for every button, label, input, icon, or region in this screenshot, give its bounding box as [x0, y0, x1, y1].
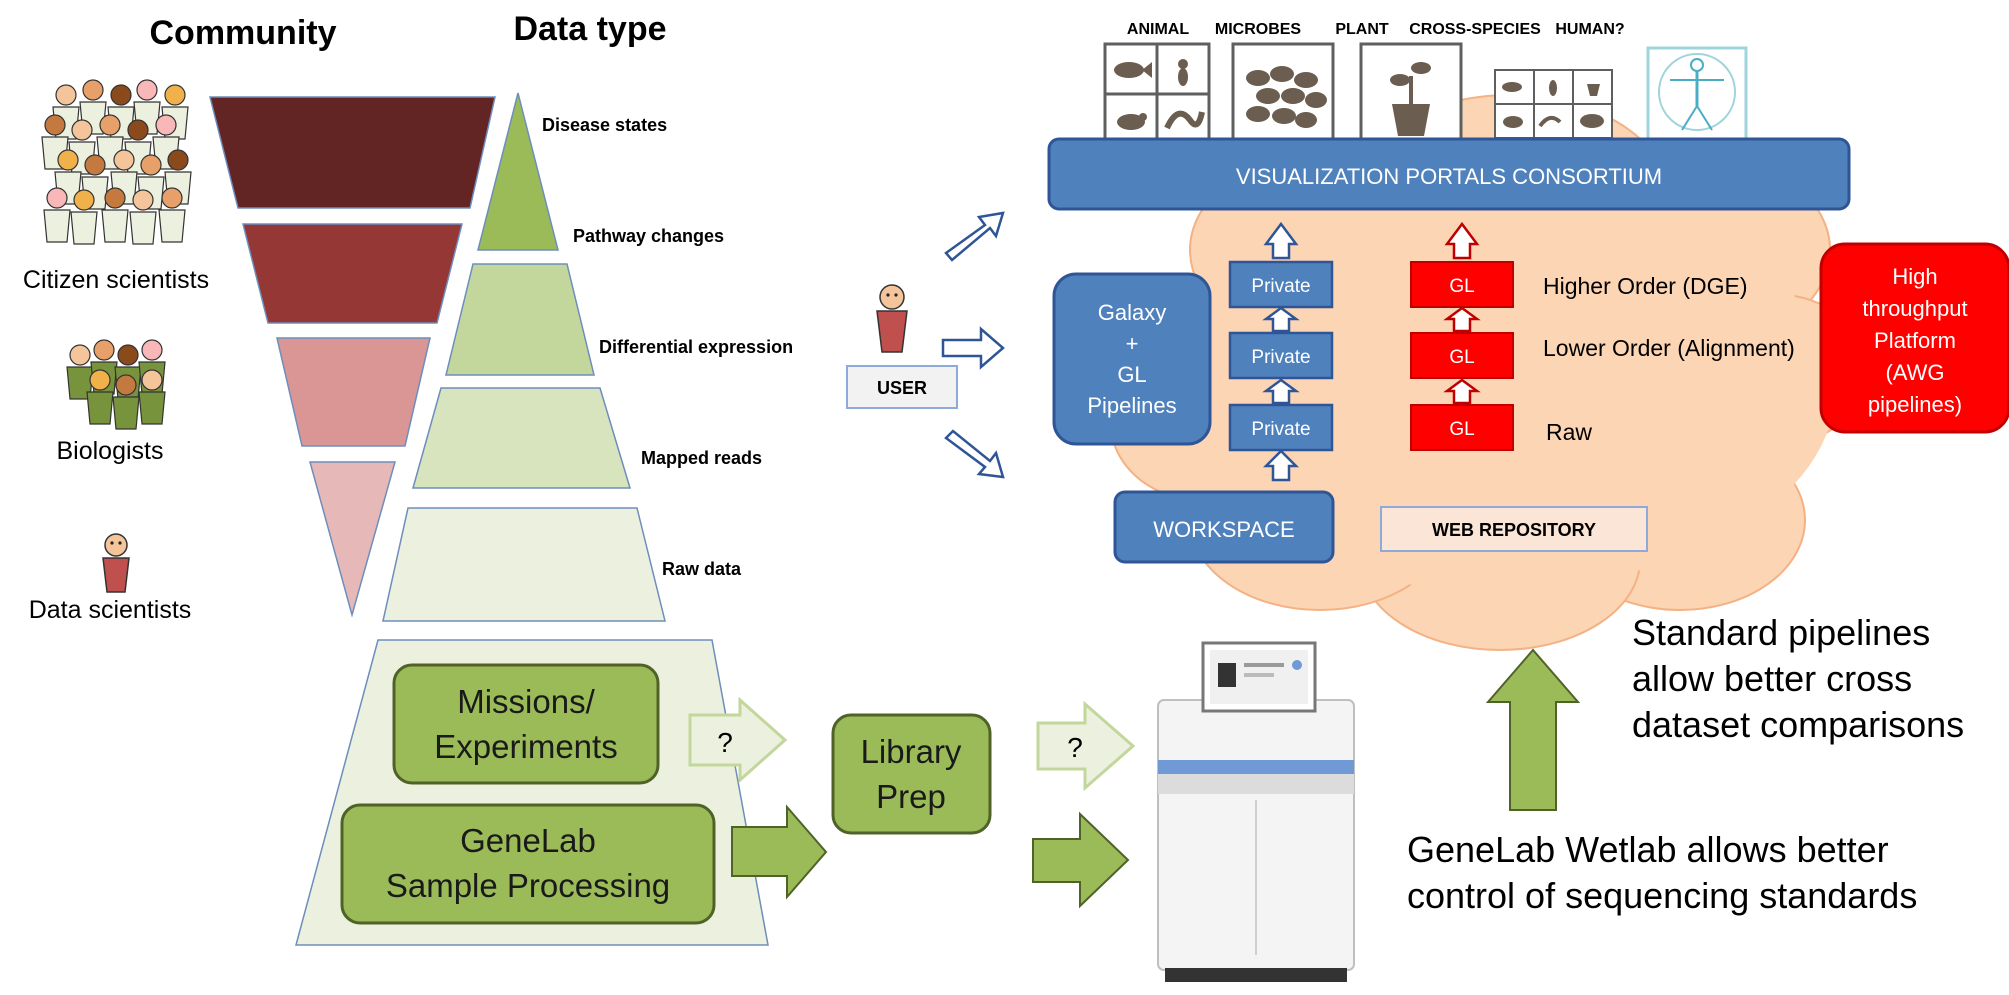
data-type-header: Data type: [513, 10, 666, 48]
user-box: USER: [846, 365, 958, 409]
level-differential-expression: Differential expression: [599, 337, 793, 357]
pyramid-tier-4: [382, 507, 666, 622]
library-line-1: Library: [861, 733, 962, 770]
workspace-label: WORKSPACE: [1153, 517, 1294, 542]
private-stack: Private Private Private: [1228, 221, 1334, 482]
funnel-tier-4: [309, 461, 396, 618]
consortium-bar: VISUALIZATION PORTALS CONSORTIUM: [1047, 137, 1851, 211]
community-biologists: Biologists: [57, 437, 164, 465]
level-mapped-reads: Mapped reads: [641, 448, 762, 468]
galaxy-box: Galaxy + GL Pipelines: [1052, 272, 1212, 446]
missions-line-1: Missions/: [457, 683, 595, 720]
community-funnel: [209, 96, 496, 618]
arrow-user-right: [941, 326, 1005, 370]
missions-line-2: Experiments: [434, 728, 617, 765]
community-data-scientists: Data scientists: [29, 596, 192, 624]
pyramid-tier-3: [412, 387, 632, 489]
gl-1: GL: [1449, 276, 1474, 297]
funnel-tier-1: [209, 96, 496, 209]
arrow-processing-to-library: [731, 804, 828, 900]
arrow-user-down: [944, 429, 1005, 479]
category-human: HUMAN?: [1555, 21, 1624, 38]
community-citizen-scientists: Citizen scientists: [23, 266, 209, 294]
note-1-line-3: dataset comparisons: [1632, 704, 1964, 745]
private-3: Private: [1251, 419, 1310, 440]
level-disease-states: Disease states: [542, 115, 667, 135]
gl-3: GL: [1449, 419, 1474, 440]
ht-line-1: High: [1892, 264, 1937, 289]
library-line-2: Prep: [876, 778, 946, 815]
missions-box: Missions/ Experiments: [392, 663, 660, 785]
ht-line-3: Platform: [1874, 328, 1956, 353]
web-repository-label: WEB REPOSITORY: [1432, 520, 1596, 540]
ht-line-2: throughput: [1862, 296, 1967, 321]
galaxy-line-3: GL: [1117, 362, 1146, 387]
microbes-icon: [1231, 42, 1335, 146]
arrow-library-to-sequencer: [1032, 811, 1130, 909]
category-plant: PLANT: [1335, 21, 1389, 38]
note-2-line-1: GeneLab Wetlab allows better: [1407, 829, 1889, 870]
ht-line-4: (AWG: [1885, 360, 1944, 385]
processing-line-2: Sample Processing: [386, 867, 670, 904]
community-header: Community: [150, 14, 337, 52]
galaxy-line-2: +: [1126, 331, 1139, 356]
arrow-user-up: [944, 211, 1005, 262]
question-mark-2: ?: [1067, 732, 1083, 763]
category-microbes: MICROBES: [1215, 21, 1302, 38]
citizen-scientists-icon: [41, 79, 192, 245]
question-arrow-library: ?: [1036, 700, 1136, 792]
user-icon: [876, 284, 908, 353]
web-repository-box: WEB REPOSITORY: [1380, 506, 1648, 552]
library-prep-box: Library Prep: [831, 713, 992, 835]
standard-pipelines-note: Standard pipelines allow better cross da…: [1632, 612, 1964, 745]
note-1-line-2: allow better cross: [1632, 658, 1912, 699]
wetlab-note: GeneLab Wetlab allows better control of …: [1407, 829, 1917, 916]
question-mark-1: ?: [717, 727, 733, 758]
processing-line-1: GeneLab: [460, 822, 596, 859]
ht-line-5: pipelines): [1868, 392, 1962, 417]
galaxy-line-1: Galaxy: [1098, 300, 1166, 325]
pyramid-tier-1: [477, 92, 559, 251]
consortium-label: VISUALIZATION PORTALS CONSORTIUM: [1236, 164, 1662, 189]
arrow-up-to-cloud: [1485, 648, 1581, 811]
private-2: Private: [1251, 347, 1310, 368]
animal-icon: [1103, 42, 1211, 146]
pyramid-tier-2: [445, 263, 595, 376]
higher-order-label: Higher Order (DGE): [1543, 273, 1747, 299]
plant-icon: [1359, 42, 1463, 146]
human-icon: [1646, 46, 1748, 142]
note-2-line-2: control of sequencing standards: [1407, 875, 1917, 916]
category-animal: ANIMAL: [1127, 21, 1189, 38]
lower-order-label: Lower Order (Alignment): [1543, 335, 1795, 361]
category-icons: ANIMAL MICROBES PLANT CROSS-SPECIES HUMA…: [1103, 21, 1748, 146]
high-throughput-box: High throughput Platform (AWG pipelines): [1819, 242, 2009, 434]
raw-label: Raw: [1546, 419, 1592, 445]
gl-stack: GL GL GL: [1410, 221, 1514, 451]
level-pathway-changes: Pathway changes: [573, 226, 724, 246]
galaxy-line-4: Pipelines: [1087, 393, 1176, 418]
gl-2: GL: [1449, 347, 1474, 368]
data-type-pyramid: [382, 92, 666, 622]
genelab-processing-box: GeneLab Sample Processing: [340, 803, 716, 925]
funnel-tier-2: [242, 223, 463, 324]
level-raw-data: Raw data: [662, 559, 742, 579]
note-1-line-1: Standard pipelines: [1632, 612, 1930, 653]
sequencer-image: [1157, 641, 1355, 982]
category-cross-species: CROSS-SPECIES: [1409, 21, 1541, 38]
biologists-icon: [66, 339, 166, 430]
question-arrow-missions: ?: [688, 696, 788, 784]
cross-species-icon: [1494, 69, 1613, 139]
user-label: USER: [877, 378, 927, 398]
workspace-box: WORKSPACE: [1113, 490, 1335, 564]
data-scientist-icon: [102, 533, 130, 593]
funnel-tier-3: [276, 337, 431, 447]
private-1: Private: [1251, 276, 1310, 297]
